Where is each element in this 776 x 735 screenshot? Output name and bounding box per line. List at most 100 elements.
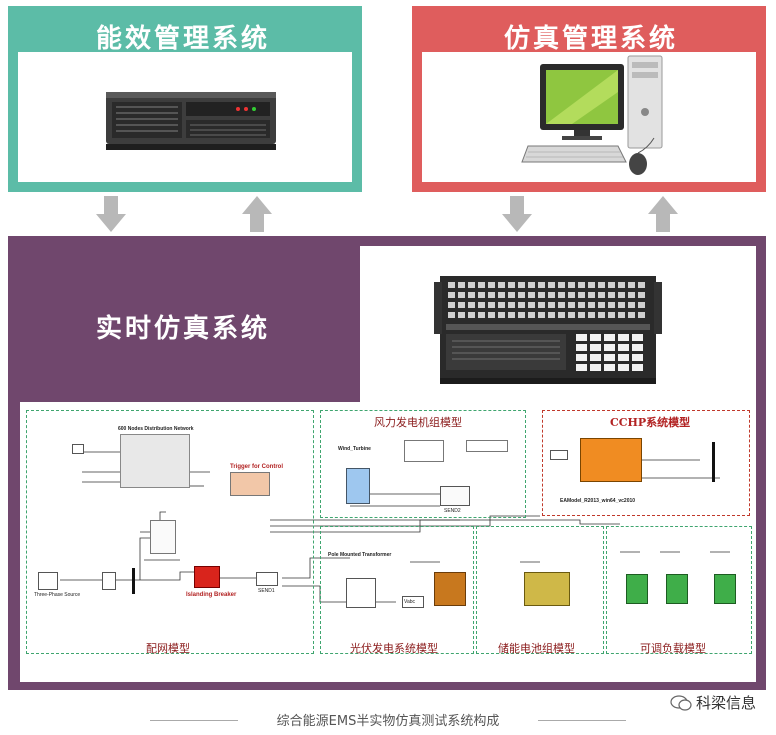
rack-port <box>508 292 515 298</box>
sim-panel-body <box>422 52 756 182</box>
simulink-model-area: 配网模型 600 Nodes Distribution Network Trig… <box>20 402 756 682</box>
watermark-text: 科梁信息 <box>695 694 756 712</box>
rack-port <box>458 292 465 298</box>
rack-port <box>478 292 485 298</box>
rack-port <box>468 312 475 318</box>
cchp-input <box>550 450 568 460</box>
bus-bar <box>132 568 135 594</box>
source-label: Three-Phase Source <box>34 592 81 598</box>
keypad-key <box>632 344 643 351</box>
rack-port <box>488 312 495 318</box>
keypad-key <box>590 344 601 351</box>
rack-port <box>548 292 555 298</box>
keypad-key <box>604 364 615 371</box>
rack-port <box>588 282 595 288</box>
rack-port <box>558 312 565 318</box>
keypad-key <box>576 354 587 361</box>
zone-pv <box>320 526 474 654</box>
send2-label: SEND2 <box>444 508 461 514</box>
rack-port <box>618 312 625 318</box>
rack-port <box>598 292 605 298</box>
rack-port <box>518 292 525 298</box>
rack-port <box>608 282 615 288</box>
rack-port <box>488 282 495 288</box>
rack-port <box>588 312 595 318</box>
rack-port <box>638 302 645 308</box>
rack-port <box>558 292 565 298</box>
rack-port <box>528 292 535 298</box>
cchp-model-label: EAModel_R2013_win64_vc2010 <box>560 498 636 504</box>
wind-control-block <box>404 440 444 462</box>
zone-wind <box>320 410 526 518</box>
rack-port <box>478 302 485 308</box>
rack-port <box>498 302 505 308</box>
rack-port <box>468 282 475 288</box>
rack-port <box>478 282 485 288</box>
rt-panel-title: 实时仿真系统 <box>96 314 271 344</box>
send1-label: SEND1 <box>258 588 275 594</box>
up-arrow-icon <box>242 196 272 232</box>
rack-port <box>588 292 595 298</box>
rack-port <box>508 312 515 318</box>
rack-port <box>448 302 455 308</box>
keypad-key <box>632 364 643 371</box>
load-block-3 <box>714 574 736 604</box>
rack-port <box>538 282 545 288</box>
rack-port <box>548 282 555 288</box>
figure-caption: 综合能源EMS半实物仿真测试系统构成 <box>276 714 500 729</box>
rack-port <box>608 292 615 298</box>
server-icon <box>106 92 276 150</box>
rack-port <box>498 292 505 298</box>
rack-port <box>558 282 565 288</box>
rack-port <box>578 312 585 318</box>
wind-turbine-block <box>346 468 370 504</box>
keypad-key <box>618 344 629 351</box>
load-block-2 <box>666 574 688 604</box>
pv-block <box>434 572 466 606</box>
rack-port <box>608 302 615 308</box>
rack-port <box>458 302 465 308</box>
keypad-key <box>576 334 587 341</box>
keypad-key <box>576 364 587 371</box>
rack-port <box>528 312 535 318</box>
zone-battery-label: 储能电池组模型 <box>498 642 575 655</box>
zone-cchp-label: CCHP系统模型 <box>610 416 691 429</box>
input-block <box>72 444 84 454</box>
rack-port <box>638 282 645 288</box>
ems-panel-title: 能效管理系统 <box>96 24 271 54</box>
desktop-computer-icon <box>521 55 663 175</box>
trigger-label: Trigger for Control <box>230 464 283 470</box>
pole-transformer-block <box>346 578 376 608</box>
rack-port <box>508 302 515 308</box>
keypad-key <box>590 334 601 341</box>
zone-load <box>606 526 752 654</box>
rack-port <box>468 292 475 298</box>
sim-panel: 仿真管理系统 <box>412 6 766 192</box>
network-title: 600 Nodes Distribution Network <box>118 426 194 432</box>
rack-port <box>518 282 525 288</box>
up-arrow-icon <box>648 196 678 232</box>
control-mux <box>150 520 176 554</box>
sim-panel-title: 仿真管理系统 <box>504 24 679 54</box>
rack-port <box>448 312 455 318</box>
rack-port <box>528 282 535 288</box>
breaker-block <box>194 566 220 588</box>
down-arrow-icon <box>502 196 532 232</box>
rack-port <box>608 312 615 318</box>
rack-port <box>498 312 505 318</box>
zone-battery <box>476 526 604 654</box>
rack-port <box>468 302 475 308</box>
rack-port <box>518 312 525 318</box>
wechat-icon <box>670 694 692 711</box>
ems-panel: 能效管理系统 <box>8 6 362 192</box>
rack-port <box>598 282 605 288</box>
send2-block <box>440 486 470 506</box>
watermark: 科梁信息 <box>670 692 756 713</box>
pole-transformer-label: Pole Mounted Transformer <box>328 552 392 558</box>
zone-wind-label: 风力发电机组模型 <box>374 416 462 429</box>
keypad-key <box>618 364 629 371</box>
rack-port <box>568 282 575 288</box>
rack-port <box>528 302 535 308</box>
rack-port <box>628 292 635 298</box>
cchp-bus <box>712 442 715 482</box>
